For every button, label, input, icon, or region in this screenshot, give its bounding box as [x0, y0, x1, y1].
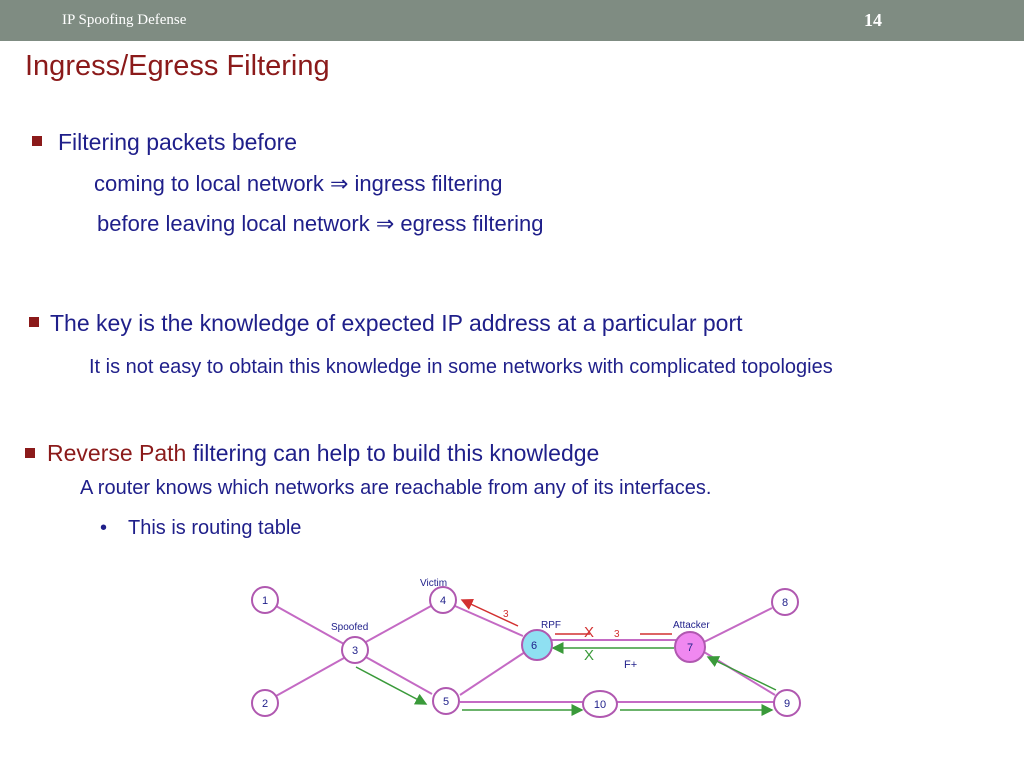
flow-9-7 — [706, 656, 777, 691]
node-6-label: 6 — [531, 640, 537, 652]
bullet-square-icon — [32, 136, 42, 146]
node-9-label: 9 — [784, 698, 790, 710]
node-8-label: 8 — [782, 597, 788, 609]
flow-3-5 — [355, 666, 428, 705]
node-9 — [773, 689, 801, 717]
node-1 — [251, 586, 279, 614]
bullet-dot-icon: • — [100, 517, 108, 539]
bullet-square-icon — [29, 317, 39, 327]
node-3-label: 3 — [352, 645, 358, 657]
link-1-3 — [275, 605, 345, 645]
bullet-3-subsub-1: This is routing table — [128, 517, 302, 539]
link-3-4 — [363, 605, 432, 644]
spoofed-label: Spoofed — [331, 622, 368, 633]
link-5-6 — [459, 651, 526, 696]
fplus-label: F+ — [624, 659, 637, 671]
hop-count-label: 3 — [614, 629, 620, 640]
bullet-square-icon — [25, 448, 35, 458]
bullet-3-text: Reverse Path filtering can help to build… — [47, 440, 599, 467]
bullet-1-sub-2: before leaving local network ⇒ egress fi… — [97, 211, 544, 236]
hop-count-label: 3 — [503, 609, 509, 620]
header-title: IP Spoofing Defense — [62, 12, 187, 28]
node-10 — [582, 690, 618, 718]
bullet-3-rest: filtering can help to build this knowled… — [186, 440, 600, 466]
slide-header: IP Spoofing Defense 14 — [0, 0, 1024, 41]
node-4 — [429, 586, 457, 614]
bullet-3-highlight: Reverse Path — [47, 440, 187, 466]
node-3 — [341, 636, 369, 664]
rpf-label: RPF — [541, 620, 561, 631]
node-2 — [251, 689, 279, 717]
node-2-label: 2 — [262, 698, 268, 710]
node-8 — [771, 588, 799, 616]
link-4-6 — [454, 605, 524, 637]
node-6 — [521, 629, 553, 661]
node-7-label: 7 — [687, 642, 693, 654]
link-7-8 — [703, 607, 773, 643]
link-2-3 — [275, 657, 345, 697]
rpf-network-diagram: 1 2 3 4 5 6 7 8 9 10 Victim Spoofed RPF … — [251, 578, 801, 718]
bullet-2-text: The key is the knowledge of expected IP … — [50, 310, 743, 336]
attack-6-4 — [460, 598, 519, 627]
node-5-label: 5 — [443, 696, 449, 708]
attacker-label: Attacker — [673, 620, 710, 631]
bullet-3-sub-1: A router knows which networks are reacha… — [80, 477, 712, 499]
x-mark-spoofed: X — [584, 647, 594, 664]
x-mark-attack: X — [584, 624, 594, 641]
victim-label: Victim — [420, 578, 447, 589]
page-number: 14 — [864, 10, 882, 30]
slide-title: Ingress/Egress Filtering — [25, 50, 330, 82]
node-4-label: 4 — [440, 595, 446, 607]
node-7 — [674, 631, 706, 663]
bullet-1-text: Filtering packets before — [58, 129, 298, 155]
link-3-5 — [363, 655, 433, 695]
bullet-1-sub-1: coming to local network ⇒ ingress filter… — [94, 171, 503, 196]
node-1-label: 1 — [262, 595, 268, 607]
bullet-2-sub-1: It is not easy to obtain this knowledge … — [89, 356, 833, 378]
node-5 — [432, 687, 460, 715]
node-10-label: 10 — [594, 699, 606, 711]
link-7-9 — [703, 651, 776, 696]
